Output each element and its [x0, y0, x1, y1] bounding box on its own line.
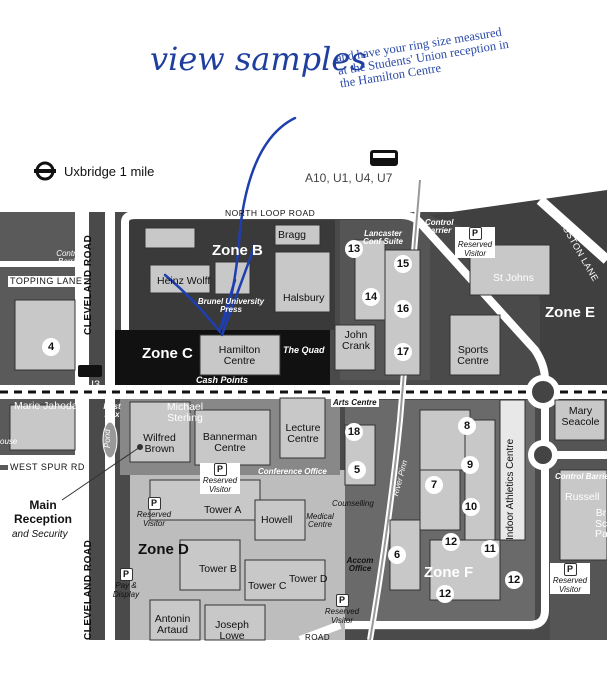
zone-e-area	[430, 190, 607, 390]
medical-centre: Medical Centre	[306, 512, 334, 529]
marie-jahoda: Marie Jahoda	[14, 400, 78, 412]
the-quad: The Quad	[283, 345, 325, 355]
hamilton-centre: Hamilton Centre	[218, 344, 261, 367]
building-8: 8	[458, 417, 476, 435]
annotation-headline: view samples	[150, 40, 367, 78]
cash-points: Cash Points	[196, 375, 249, 385]
parking-text: Reserved Visitor	[136, 510, 172, 528]
tower-d: Tower D	[289, 573, 328, 585]
wilfred-brown: Wilfred Brown	[143, 432, 176, 455]
tower-a: Tower A	[204, 504, 242, 516]
building-12a: 12	[442, 533, 460, 551]
parking-text: Reserved Visitor	[202, 476, 238, 494]
bus-icon	[370, 150, 398, 166]
house-label: ouse	[0, 437, 18, 446]
south-road: ROAD	[305, 633, 331, 642]
parking-symbol: P	[335, 594, 349, 607]
accom-office: Accom Office	[346, 556, 374, 573]
pond	[102, 421, 118, 459]
pond-label: Pond	[103, 429, 112, 448]
building-9: 9	[461, 456, 479, 474]
lancaster-conf: Lancaster Conf Suite	[363, 229, 403, 246]
bus-routes: A10, U1, U4, U7	[305, 171, 393, 185]
zone-e-label: Zone E	[545, 304, 596, 321]
hand-arrow	[163, 116, 297, 337]
michael-sterling: Michael Sterling	[166, 401, 204, 424]
russell: Russell	[565, 491, 600, 503]
tower-b: Tower B	[199, 563, 237, 575]
brunel-science-park: Br Sci Pa	[595, 507, 607, 540]
main-reception-title: Main Reception	[13, 498, 72, 526]
halsbury: Halsbury	[283, 292, 325, 304]
parking-symbol: P	[468, 227, 482, 240]
counselling: Counselling	[332, 499, 374, 508]
st-johns: St Johns	[493, 272, 534, 284]
zone-d-label: Zone D	[138, 541, 189, 558]
zone-b-label: Zone B	[212, 242, 263, 259]
uxbridge-direction: Uxbridge 1 mile	[64, 164, 155, 179]
post-box: Post Box	[103, 402, 121, 419]
building-14: 14	[362, 288, 380, 306]
parking-symbol: P	[119, 568, 133, 581]
building-7: 7	[425, 476, 443, 494]
parking-text: Reserved Visitor	[324, 607, 360, 625]
building-15: 15	[394, 255, 412, 273]
mary-seacole: Mary Seacole	[561, 405, 600, 428]
bragg: Bragg	[278, 229, 307, 241]
arts-centre: Arts Centre	[331, 398, 379, 407]
john-crank: John Crank	[341, 329, 370, 352]
parking-text: Reserved Visitor	[552, 576, 588, 594]
underground-icon	[34, 161, 56, 181]
u3-label: U3	[86, 379, 101, 391]
parking-text: Pay & Display	[112, 581, 140, 599]
building-13: 13	[345, 240, 363, 258]
main-reception-subtitle: and Security	[12, 529, 68, 540]
tower-c: Tower C	[248, 580, 287, 592]
bus-stop-icon	[78, 365, 102, 377]
building-6: 6	[388, 546, 406, 564]
building-11: 11	[481, 540, 499, 558]
building-12b: 12	[505, 571, 523, 589]
indoor-athletics: Indoor Athletics Centre	[505, 438, 516, 540]
control-barrier-east: Control Barrier	[425, 218, 454, 235]
parking-symbol: P	[563, 563, 577, 576]
reception-pointer	[61, 446, 141, 501]
brunel-press: Brunel University Press	[197, 297, 265, 314]
parking-symbol: P	[147, 497, 161, 510]
building-10: 10	[462, 498, 480, 516]
roundabout-north	[526, 375, 560, 409]
building-12c: 12	[436, 585, 454, 603]
control-barrier-south-east: Control Barrier	[555, 472, 607, 481]
topping-lane: TOPPING LANE	[8, 276, 85, 287]
west-spur-road: WEST SPUR RD	[8, 462, 87, 473]
cleveland-road-upper: CLEVELAND ROAD	[83, 234, 94, 335]
conference-office: Conference Office	[258, 467, 327, 476]
building-16: 16	[394, 300, 412, 318]
lecture-centre: Lecture Centre	[285, 422, 321, 445]
building-18: 18	[345, 423, 363, 441]
howell: Howell	[261, 514, 293, 526]
parking-text: Reserved Visitor	[457, 240, 493, 258]
building-4: 4	[42, 338, 60, 356]
roundabout-south	[528, 440, 558, 470]
antonin-artaud: Antonin Artaud	[154, 613, 191, 636]
cleveland-road-lower: CLEVELAND ROAD	[83, 539, 94, 640]
joseph-lowe: Joseph Lowe	[215, 619, 249, 642]
zone-f-label: Zone F	[424, 564, 474, 581]
building-17: 17	[394, 343, 412, 361]
building-5: 5	[348, 461, 366, 479]
heinz-wolff: Heinz Wolff	[157, 275, 211, 287]
bannerman-centre: Bannerman Centre	[202, 431, 258, 454]
control-barrier-west: Control Barrier	[56, 249, 82, 266]
sports-centre: Sports Centre	[457, 344, 489, 367]
zone-c-label: Zone C	[142, 345, 193, 362]
north-loop-road: NORTH LOOP ROAD	[225, 208, 316, 218]
parking-symbol: P	[213, 463, 227, 476]
